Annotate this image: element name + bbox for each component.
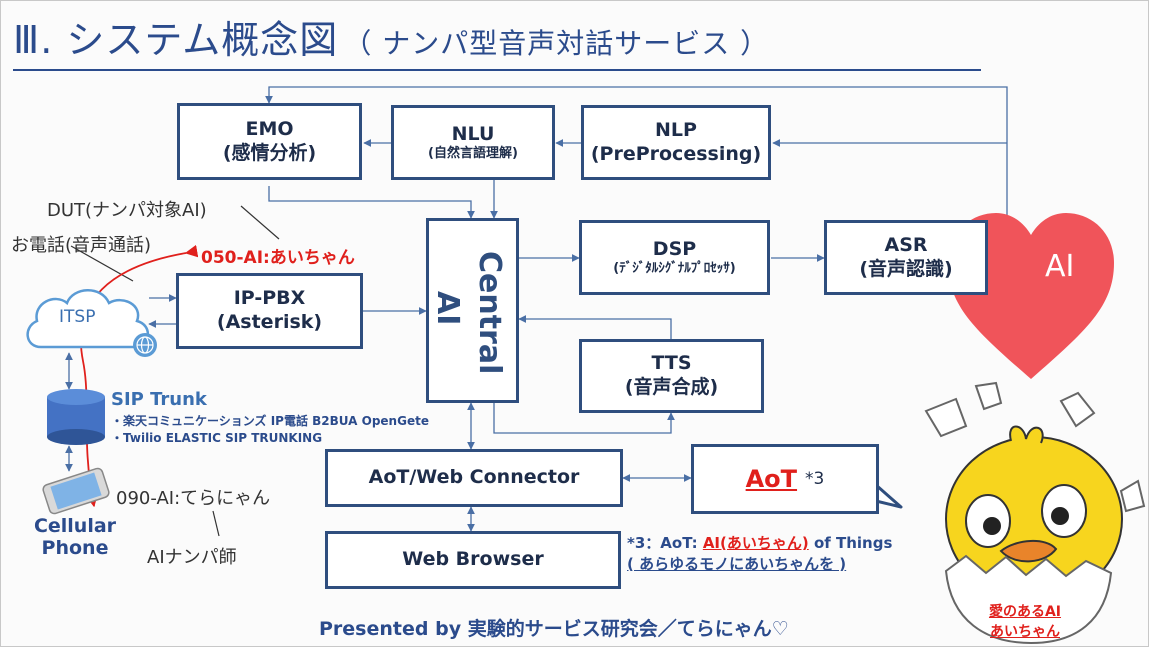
central-ai-text: Central AI [421, 227, 521, 397]
aot-web-connector-label: AoT/Web Connector [368, 466, 580, 489]
page-title: Ⅲ. システム概念図 （ ナンパ型音声対話サービス ） [13, 9, 769, 64]
dsp-title: DSP [652, 237, 697, 260]
asr-title: ASR [884, 233, 928, 256]
cellular-phone-label: Cellular Phone [33, 515, 117, 559]
tts-box: TTS (音声合成) [579, 339, 764, 413]
itsp-cloud [26, 289, 149, 349]
nlp-box: NLP (PreProcessing) [581, 105, 771, 180]
pointer-dut [240, 205, 280, 240]
title-sub: （ ナンパ型音声対話サービス ） [343, 27, 770, 60]
chick-caption-line2: あいちゃん [990, 624, 1060, 640]
footnote-line2: ( あらゆるモノにあいちゃんを ) [627, 555, 847, 573]
aot-web-connector-box: AoT/Web Connector [325, 449, 623, 507]
line-tts-central [518, 315, 672, 341]
asr-subtitle: (音声認識) [859, 257, 953, 280]
footnote-suffix: of Things [808, 534, 893, 552]
ippbx-box: IP-PBX (Asterisk) [176, 273, 363, 349]
phone-call-label: お電話(音声通話) [11, 235, 152, 256]
central-ai-line2: AI [430, 291, 465, 326]
footnote-line1: *3：AoT: AI(あいちゃん) of Things [627, 532, 892, 553]
web-browser-label: Web Browser [402, 548, 544, 571]
footnote-ai: AI(あいちゃん) [702, 534, 809, 552]
globe-icon [133, 333, 157, 357]
call-path [80, 244, 199, 508]
ippbx-title: IP-PBX [233, 287, 306, 310]
sip-trunk-database-icon [47, 389, 105, 445]
nlp-title: NLP [655, 118, 697, 141]
heart-shape [948, 213, 1114, 379]
sip-trunk-item-2: ・Twilio ELASTIC SIP TRUNKING [111, 431, 323, 445]
chick-mascot [924, 381, 1146, 645]
emo-box: EMO (感情分析) [177, 103, 362, 180]
itsp-label: ITSP [59, 307, 96, 327]
phone-number-label: 090-AI:てらにゃん [116, 488, 271, 509]
tts-subtitle: (音声合成) [624, 376, 719, 398]
cellular-line1: Cellular [33, 515, 117, 537]
nlp-subtitle: (PreProcessing) [590, 142, 762, 165]
web-browser-box: Web Browser [325, 531, 621, 589]
aot-bubble-tail [874, 483, 903, 509]
aot-note: *3 [805, 469, 825, 489]
central-ai-line1: Central [472, 251, 507, 375]
nlu-box: NLU (自然言語理解) [391, 105, 555, 180]
aot-box: AoT *3 [691, 444, 879, 514]
central-ai-box [426, 218, 519, 403]
sip-trunk-item-1: ・楽天コミュニケーションズ IP電話 B2BUA OpenGete [111, 414, 429, 428]
title-main: Ⅲ. システム概念図 [13, 18, 339, 62]
pointer-ai-nanpa [212, 510, 220, 537]
ai-nanpa-label: AIナンパ師 [147, 547, 237, 568]
asr-box: ASR (音声認識) [824, 220, 988, 295]
ai-number-label: 050-AI:あいちゃん [201, 248, 355, 268]
dut-label: DUT(ナンパ対象AI) [47, 200, 207, 221]
dsp-box: DSP (ﾃﾞｼﾞﾀﾙｼｸﾞﾅﾙﾌﾟﾛｾｯｻ) [579, 220, 770, 295]
nlu-subtitle: (自然言語理解) [428, 146, 518, 162]
footnote-prefix: *3：AoT: [627, 534, 703, 552]
title-underline [13, 69, 981, 71]
tts-title: TTS [651, 352, 692, 375]
chick-caption-line1: 愛のあるAI [988, 604, 1062, 620]
cellular-line2: Phone [41, 537, 109, 559]
nlu-title: NLU [451, 122, 495, 145]
heart-label: AI [1045, 249, 1075, 284]
dsp-subtitle: (ﾃﾞｼﾞﾀﾙｼｸﾞﾅﾙﾌﾟﾛｾｯｻ) [613, 261, 736, 277]
emo-subtitle: (感情分析) [222, 141, 317, 164]
line-emo-central [268, 186, 475, 219]
smartphone-icon [42, 467, 110, 515]
ippbx-subtitle: (Asterisk) [216, 311, 323, 333]
aot-label: AoT [745, 465, 798, 493]
footer-credit: Presented by 実験的サービス研究会／てらにゃん♡ [319, 618, 789, 640]
emo-title: EMO [245, 117, 294, 140]
line-central-tts [493, 401, 675, 434]
sip-trunk-title: SIP Trunk [111, 389, 207, 410]
line-asr-emo [265, 86, 1008, 241]
